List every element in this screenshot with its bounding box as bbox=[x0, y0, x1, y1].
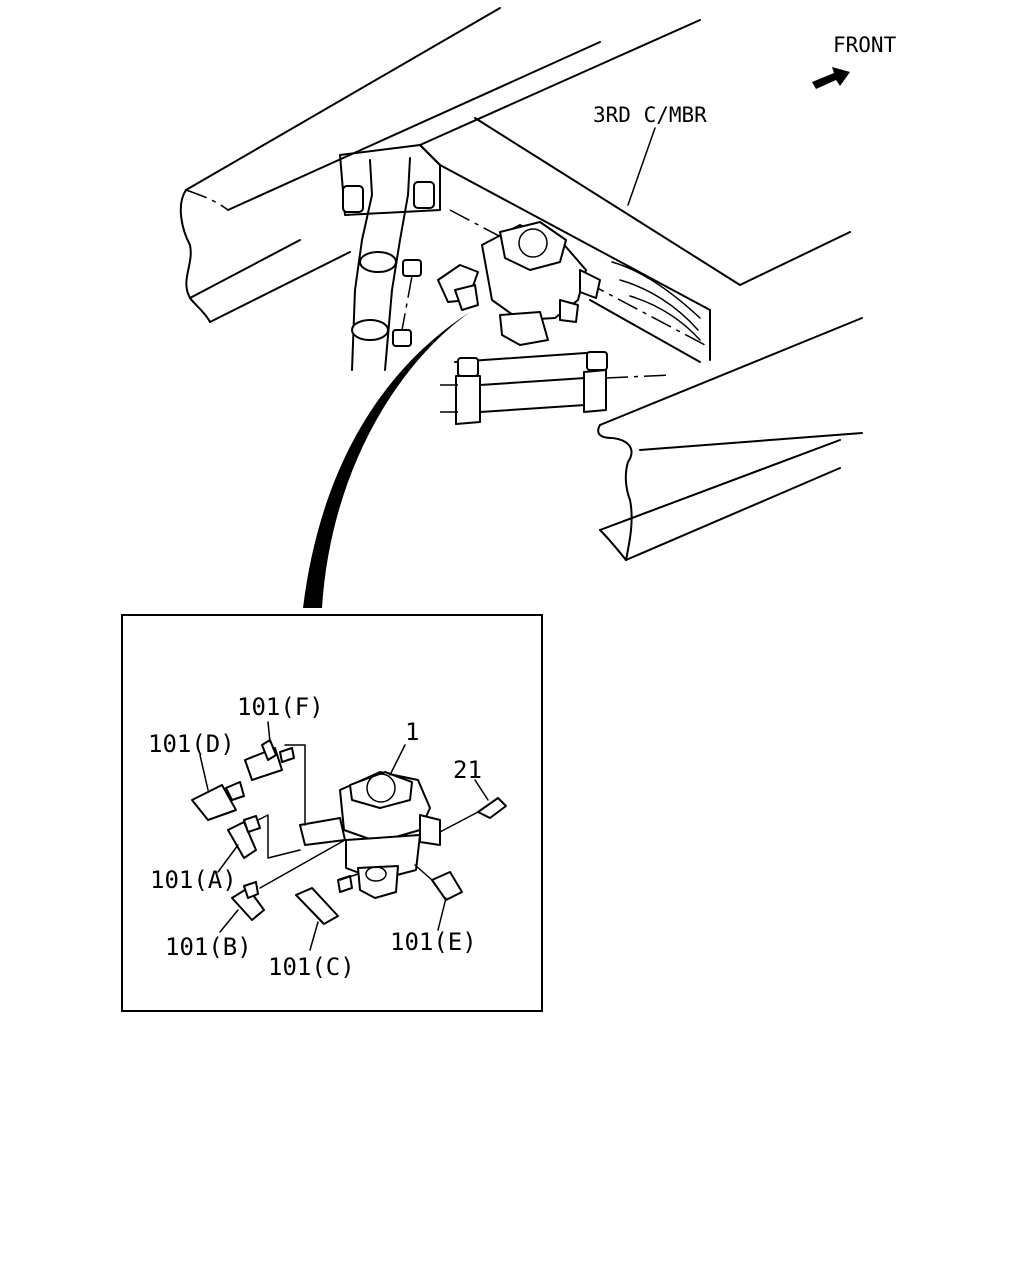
label-part-1: 1 bbox=[405, 718, 419, 746]
valve-installed bbox=[437, 221, 601, 346]
label-101c: 101(C) bbox=[268, 953, 355, 981]
fitting-101d bbox=[191, 781, 245, 821]
lower-bracket bbox=[440, 351, 671, 425]
upper-frame-rail bbox=[179, 7, 601, 323]
front-label: FRONT bbox=[833, 33, 897, 57]
label-bolt-21: 21 bbox=[453, 756, 482, 784]
callout-pointer bbox=[303, 312, 470, 608]
fitting-101e bbox=[431, 871, 463, 901]
fitting-101b bbox=[231, 881, 265, 921]
mounting-bracket bbox=[339, 144, 441, 371]
label-101d: 101(D) bbox=[148, 730, 235, 758]
label-101b: 101(B) bbox=[165, 933, 252, 961]
crossmember bbox=[419, 19, 851, 363]
fitting-101f bbox=[244, 739, 295, 781]
crossmember-label: 3RD C/MBR bbox=[593, 103, 707, 127]
bolt-21 bbox=[477, 797, 507, 819]
label-101e: 101(E) bbox=[390, 928, 477, 956]
lower-frame-rail bbox=[597, 317, 863, 561]
detail-box bbox=[121, 614, 543, 1012]
valve-part-1 bbox=[299, 771, 441, 899]
label-101a: 101(A) bbox=[150, 866, 237, 894]
label-101f: 101(F) bbox=[237, 693, 324, 721]
fitting-101a bbox=[227, 815, 261, 859]
arrow-front-icon bbox=[812, 67, 850, 89]
